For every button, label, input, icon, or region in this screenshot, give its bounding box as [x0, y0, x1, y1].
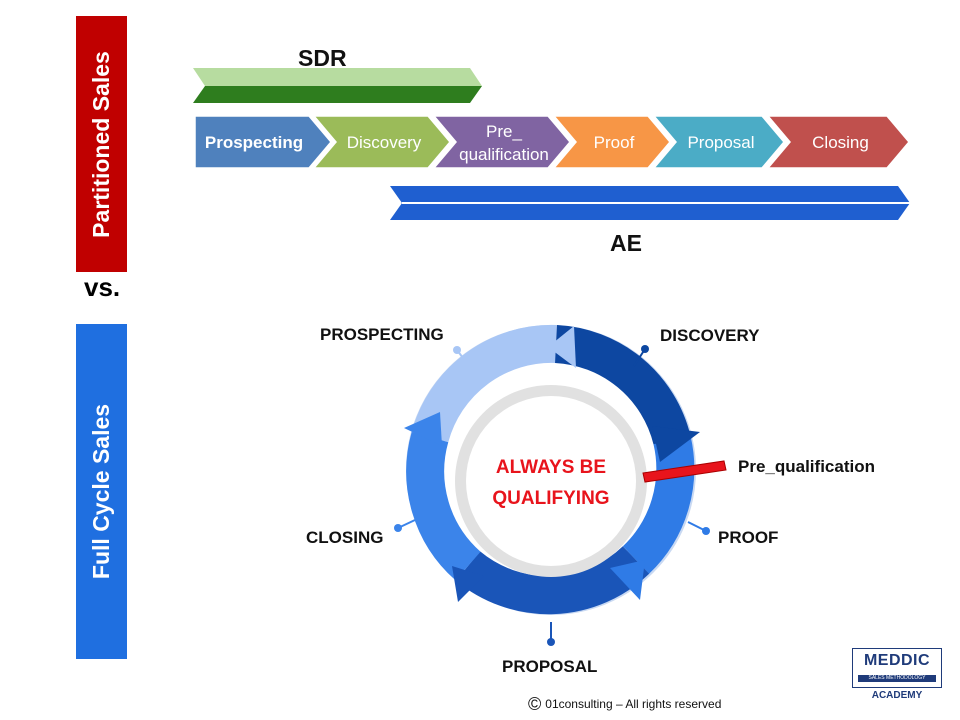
ring-segment-closing — [406, 431, 481, 581]
logo-title: MEDDIC — [863, 652, 931, 669]
pin-dot-closing — [394, 524, 402, 532]
footer-text: 01consulting – All rights reserved — [545, 697, 722, 711]
pin-dot-discovery — [641, 345, 649, 353]
footer-copyright: ©01consulting – All rights reserved — [528, 694, 721, 715]
stage-label-5: Proposal — [687, 133, 754, 152]
arrowhead-proof — [610, 560, 645, 600]
partitioned-sales-label: Partitioned Sales — [76, 16, 127, 272]
ae-bar-bottom — [390, 203, 910, 220]
arrowhead-prospecting — [548, 326, 576, 368]
prequal-marker — [642, 460, 727, 483]
vs-label: vs. — [84, 272, 121, 302]
meddic-academy-logo: MEDDIC SALES METHODOLOGY ACADEMY — [852, 648, 942, 706]
arrowhead-discovery — [652, 426, 700, 462]
sdr-bar-bottom — [193, 86, 482, 103]
cycle-label-proposal: PROPOSAL — [502, 657, 598, 676]
center-core — [466, 396, 636, 566]
stage-chevron-2 — [312, 115, 451, 169]
center-text-line1: ALWAYS BE — [496, 457, 606, 478]
arrowhead-proposal — [452, 566, 484, 602]
cycle-label-closing: CLOSING — [306, 528, 384, 547]
cycle-label-discovery: DISCOVERY — [660, 326, 760, 345]
stage-label-1: Prospecting — [205, 133, 303, 152]
pin-dot-prospecting — [453, 346, 461, 354]
stage-chevron-6 — [766, 115, 910, 169]
stage-chevrons: Prospecting Discovery Pre_ qualification Pro… — [194, 115, 910, 169]
arrowhead-closing — [404, 412, 442, 446]
stage-label-3-line2: qualification — [459, 145, 549, 164]
cycle-label-prequal: Pre_qualification — [738, 457, 875, 476]
logo-band: SALES METHODOLOGY — [858, 675, 936, 682]
stage-label-3-line1: Pre_ — [486, 122, 522, 141]
ring-segment-proof — [622, 435, 695, 574]
stage-chevron-5 — [652, 115, 785, 169]
ae-bar-top — [390, 186, 910, 203]
ae-label: AE — [610, 230, 642, 256]
sdr-label: SDR — [298, 45, 347, 71]
cycle-label-proof: PROOF — [718, 528, 779, 547]
sdr-bar-top — [193, 68, 482, 86]
center-text-line2: QUALIFYING — [492, 488, 609, 509]
copyright-symbol: © — [528, 694, 542, 714]
stage-chevron-4 — [552, 115, 671, 169]
pin-dot-proof — [702, 527, 710, 535]
stage-label-4: Proof — [594, 133, 635, 152]
stage-label-2: Discovery — [347, 133, 422, 152]
ring-segment-discovery — [554, 325, 691, 446]
fullcycle-sales-label: Full Cycle Sales — [76, 324, 127, 659]
stage-label-6: Closing — [812, 133, 869, 152]
logo-subtitle: ACADEMY — [871, 690, 923, 701]
pin-line-prospecting — [456, 349, 473, 371]
stage-chevron-3 — [432, 115, 571, 169]
pin-dot-proposal — [547, 638, 555, 646]
cycle-label-prospecting: PROSPECTING — [320, 325, 444, 344]
stage-chevron-1 — [194, 115, 332, 169]
